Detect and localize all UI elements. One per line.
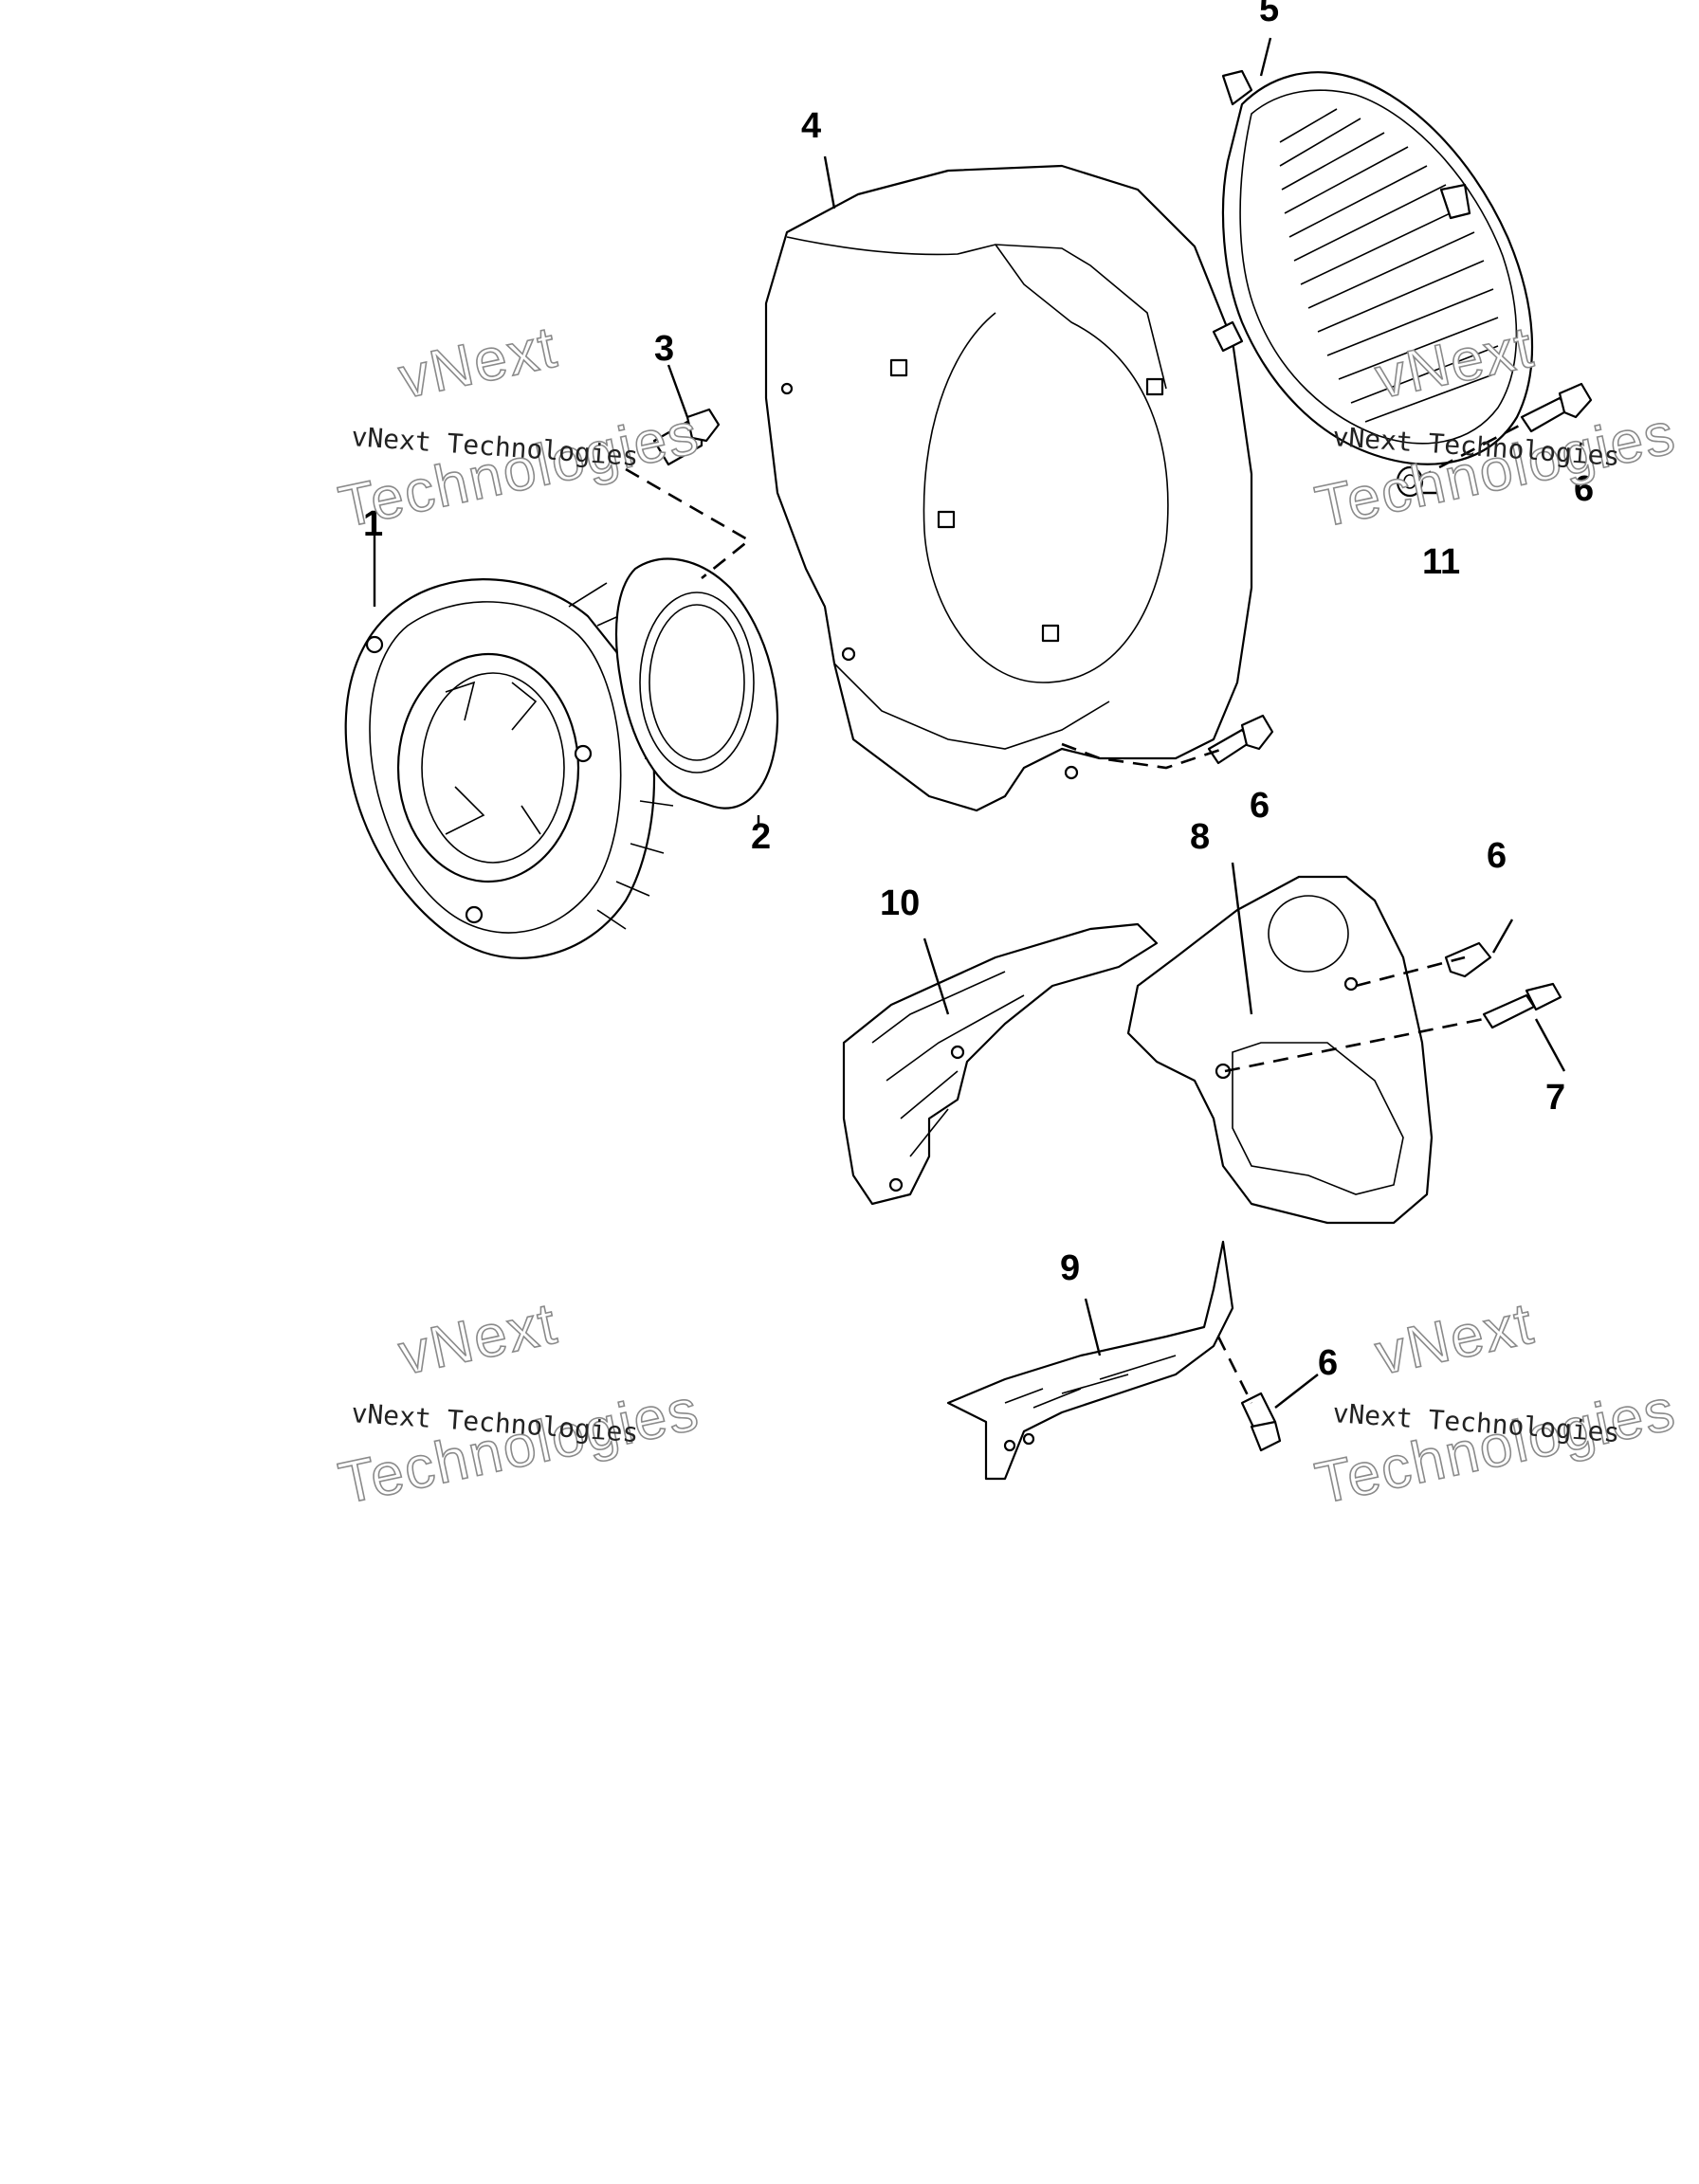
part-washer-11 [1396, 465, 1424, 498]
callout-3: 3 [654, 329, 674, 369]
callout-8: 8 [1190, 817, 1210, 857]
watermark-technologies: Technologies [334, 400, 705, 540]
part-bolt-6b [1444, 941, 1492, 978]
part-bolt-6a [1207, 714, 1274, 765]
callout-2: 2 [751, 817, 771, 857]
watermark-vnext: vNext [393, 1291, 563, 1389]
part-ring-gasket [614, 557, 779, 810]
watermark-bottom-right: vNext Technologies [1309, 1290, 1682, 1518]
callout-labels: 1 2 3 4 5 6 6 6 6 7 8 9 10 11 [363, 0, 1594, 1383]
watermark-top-left: vNext Technologies [333, 314, 705, 541]
part-screen-guard [1212, 69, 1534, 465]
watermark-vnext: vNext [1370, 1291, 1540, 1389]
alignment-dashes [625, 420, 1527, 1404]
watermark-technologies: Technologies [1310, 1376, 1682, 1517]
part-bolt-guard [1520, 382, 1593, 433]
callout-10: 10 [880, 883, 920, 923]
part-bolt-3 [652, 408, 721, 466]
callout-6-housing: 6 [1250, 786, 1270, 826]
callout-7: 7 [1545, 1078, 1565, 1118]
watermark-bottom-left: vNext Technologies [333, 1290, 705, 1518]
callout-4: 4 [801, 106, 821, 146]
part-shroud-10 [842, 922, 1159, 1206]
part-lower-shield-9 [946, 1240, 1234, 1481]
watermark-vnext: vNext [393, 315, 563, 412]
callout-6-baffle: 6 [1487, 836, 1507, 876]
part-bolt-6c [1240, 1392, 1282, 1452]
part-stud-7 [1482, 982, 1562, 1029]
leader-lines [373, 37, 1566, 1409]
callout-9: 9 [1060, 1248, 1080, 1288]
callout-11: 11 [1422, 542, 1460, 582]
callout-1: 1 [363, 504, 383, 544]
part-blower-housing [764, 164, 1253, 812]
callout-5: 5 [1259, 0, 1279, 29]
part-baffle-8 [1126, 875, 1434, 1225]
part-flywheel-fan [344, 578, 678, 959]
watermark-technologies: Technologies [334, 1376, 705, 1517]
callout-6-guard: 6 [1574, 469, 1594, 509]
callout-6-shield: 6 [1318, 1343, 1338, 1383]
